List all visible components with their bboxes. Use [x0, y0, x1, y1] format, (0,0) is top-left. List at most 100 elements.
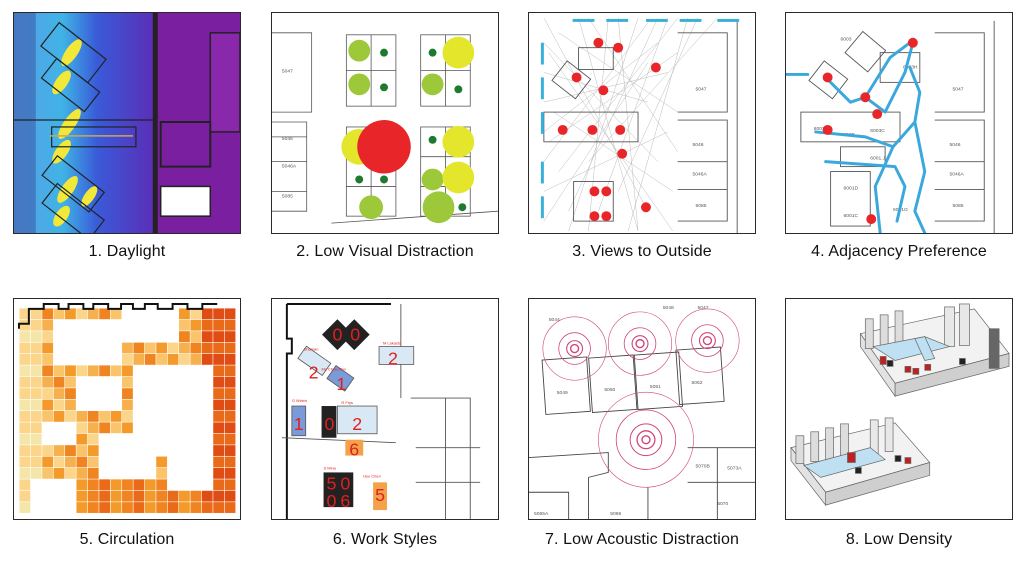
circulation-cell	[30, 399, 42, 411]
room-label: 6001D	[843, 185, 858, 191]
circulation-cell	[30, 365, 42, 377]
circulation-cell	[179, 354, 190, 365]
room-label: 6003C	[870, 128, 885, 134]
views-outside-panel: 5047 5046 5046A 5085	[528, 12, 756, 234]
circulation-cell	[133, 502, 145, 513]
circulation-cell	[30, 433, 42, 445]
circulation-cell	[144, 479, 156, 491]
circulation-grid	[19, 308, 236, 513]
circulation-caption: 5. Circulation	[79, 531, 175, 548]
circulation-cell	[65, 399, 76, 411]
circulation-cell	[201, 319, 213, 331]
work-style-number: 0	[340, 473, 350, 493]
room-label: 5046	[693, 142, 704, 148]
circulation-cell	[110, 365, 122, 377]
circulation-cell	[224, 342, 236, 354]
circulation-cell	[87, 433, 99, 445]
circulation-panel	[13, 298, 241, 520]
adjacency-panel: 6003 6003H 6003A 6003B 6003C 6001.J 6001…	[785, 12, 1013, 234]
room-label: 5046A	[282, 164, 297, 170]
circulation-cell	[76, 490, 88, 502]
room-label: 5046	[282, 136, 293, 142]
circulation-cell	[42, 456, 54, 468]
circulation-cell	[30, 354, 42, 365]
circulation-cell	[122, 410, 133, 422]
views-outside-caption: 3. Views to Outside	[572, 243, 712, 260]
circulation-cell	[99, 490, 111, 502]
circulation-cell	[87, 410, 99, 422]
room-label: 5050	[604, 387, 615, 393]
circulation-cell	[87, 490, 99, 502]
circulation-cell	[53, 456, 65, 468]
circulation-cell	[42, 365, 54, 377]
work-style-number: 5	[375, 485, 385, 505]
circulation-cell	[224, 319, 236, 331]
circulation-cell	[156, 467, 168, 479]
circulation-cell	[76, 456, 88, 468]
circulation-cell	[133, 479, 145, 491]
circulation-cell	[76, 467, 88, 479]
circulation-cell	[53, 308, 65, 320]
circulation-cell	[19, 422, 31, 434]
circulation-cell	[122, 376, 133, 388]
circulation-cell	[42, 467, 54, 479]
circulation-cell	[122, 490, 133, 502]
circulation-cell	[122, 479, 133, 491]
circulation-cell	[19, 388, 31, 399]
circulation-cell	[213, 376, 225, 388]
circulation-cell	[30, 388, 42, 399]
circulation-cell	[224, 456, 236, 468]
circulation-cell	[201, 308, 213, 320]
low-density-axonometric	[790, 303, 1010, 507]
circulation-cell	[19, 433, 31, 445]
circulation-cell	[201, 354, 213, 365]
circulation-cell	[99, 422, 111, 434]
circulation-cell	[144, 490, 156, 502]
circulation-cell	[213, 467, 225, 479]
circulation-cell	[213, 319, 225, 331]
work-styles-map: 0 0 2 2 1 1 0 2 6 5 0 0 6 5 M Lakasta Sh…	[281, 302, 481, 519]
room-label: 5046	[950, 142, 961, 148]
circulation-cell	[76, 479, 88, 491]
circulation-cell	[224, 502, 236, 513]
room-label: 5070	[717, 501, 728, 507]
work-style-number: 6	[349, 440, 359, 460]
circulation-cell	[213, 433, 225, 445]
circulation-cell	[224, 365, 236, 377]
room-label: 5065A	[534, 511, 549, 517]
circulation-cell	[42, 445, 54, 456]
circulation-cell	[65, 467, 76, 479]
circulation-cell	[213, 490, 225, 502]
circulation-cell	[224, 331, 236, 343]
circulation-cell	[190, 354, 202, 365]
circulation-cell	[224, 422, 236, 434]
circulation-cell	[167, 342, 179, 354]
circulation-cell	[65, 456, 76, 468]
circulation-cell	[201, 502, 213, 513]
circulation-cell	[179, 342, 190, 354]
room-label: 5051	[650, 384, 661, 390]
daylight-caption: 1. Daylight	[88, 243, 166, 260]
work-style-label: M Lakasta	[383, 341, 402, 346]
circulation-cell	[190, 502, 202, 513]
circulation-cell	[19, 331, 31, 343]
circulation-cell	[144, 342, 156, 354]
circulation-cell	[190, 342, 202, 354]
circulation-cell	[201, 331, 213, 343]
circulation-cell	[190, 319, 202, 331]
circulation-cell	[122, 388, 133, 399]
work-style-number: 0	[350, 325, 360, 345]
circulation-cell	[167, 490, 179, 502]
work-style-label: Ms Cheu Mov	[322, 366, 346, 371]
circulation-cell	[213, 342, 225, 354]
circulation-cell	[213, 410, 225, 422]
circulation-cell	[179, 331, 190, 343]
room-label: 5085	[696, 203, 707, 209]
circulation-cell	[30, 467, 42, 479]
visual-distraction-panel: 5047 5046 5046A 5085	[271, 12, 499, 234]
circulation-cell	[19, 376, 31, 388]
low-density-caption: 8. Low Density	[845, 531, 953, 548]
circulation-cell	[156, 354, 168, 365]
work-style-number: 6	[340, 491, 350, 511]
circulation-cell	[19, 319, 31, 331]
